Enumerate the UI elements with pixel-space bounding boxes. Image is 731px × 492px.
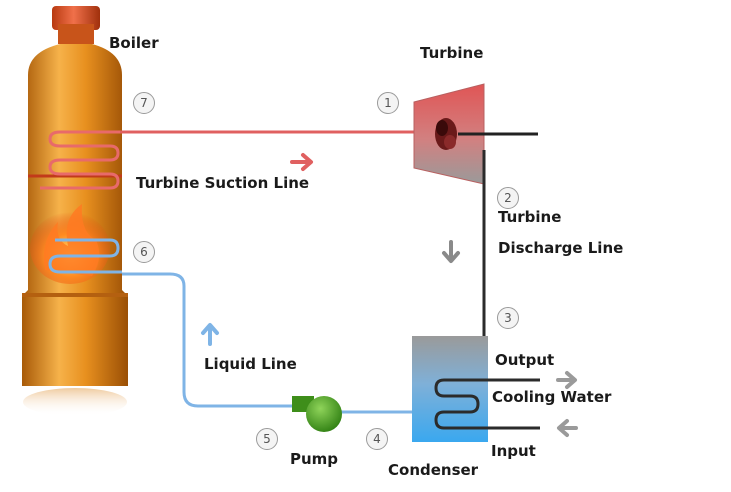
pump <box>292 396 342 432</box>
up-arrow-icon <box>201 323 219 346</box>
liquid-line <box>122 272 296 408</box>
boiler-base-ring <box>22 293 128 297</box>
condenser-coil <box>434 378 540 430</box>
step-badge-5: 5 <box>256 428 278 450</box>
turbine-suction-line-label: Turbine Suction Line <box>136 174 310 192</box>
down-arrow-icon <box>442 240 460 263</box>
boiler-shadow <box>23 388 127 416</box>
pump-label: Pump <box>290 450 339 468</box>
step-badge-3: 3 <box>497 307 519 329</box>
condenser-label: Condenser <box>388 461 479 479</box>
input-label: Input <box>491 442 536 460</box>
condenser <box>412 336 540 442</box>
turbine-label: Turbine <box>420 44 484 62</box>
right-arrow-icon <box>290 153 313 171</box>
boiler <box>22 6 128 416</box>
condenser-body <box>412 336 488 442</box>
boiler-neck <box>58 24 94 44</box>
output-label: Output <box>495 351 555 369</box>
turbine-rotor-icon <box>435 118 457 150</box>
step-badge-6: 6 <box>133 241 155 263</box>
step-badge-2: 2 <box>497 187 519 209</box>
cooling-out-arrow-icon <box>556 371 577 389</box>
step-badge-7: 7 <box>133 92 155 114</box>
cooling-water-label: Cooling Water <box>492 388 612 406</box>
pump-body <box>306 396 342 432</box>
liquid-line-label: Liquid Line <box>204 355 297 373</box>
step-badge-4: 4 <box>366 428 388 450</box>
turbine-discharge-line-label-2: Discharge Line <box>498 239 624 257</box>
boiler-label: Boiler <box>109 34 159 52</box>
cooling-in-arrow-icon <box>557 419 578 437</box>
turbine-discharge-line-label-1: Turbine <box>498 208 562 226</box>
boiler-steam-coil <box>40 130 120 190</box>
turbine <box>413 83 538 185</box>
boiler-water-coil <box>48 238 122 274</box>
step-badge-1: 1 <box>377 92 399 114</box>
